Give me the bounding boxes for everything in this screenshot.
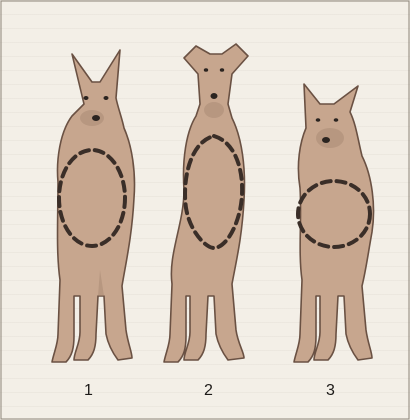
figure-number-3: 3	[326, 382, 335, 400]
dog-figure-3	[294, 84, 374, 362]
figure-number-1: 1	[84, 382, 93, 400]
dog-figure-1	[52, 50, 135, 362]
dog-figure-2	[164, 44, 248, 362]
figure-number-2: 2	[204, 382, 213, 400]
